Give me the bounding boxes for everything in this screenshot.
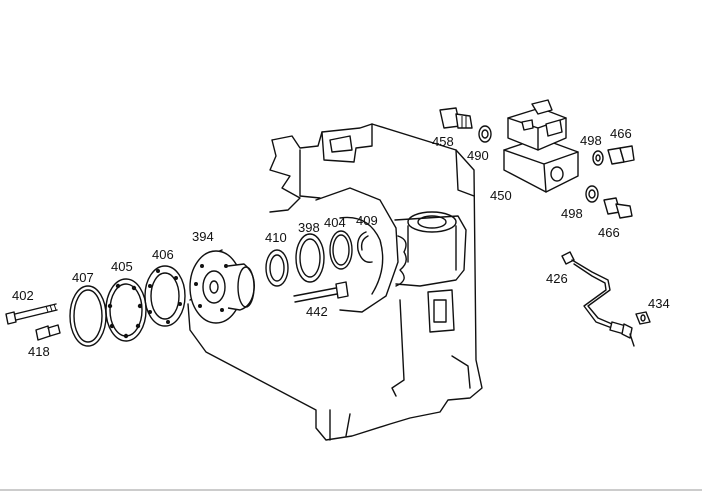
- label-442: 442: [306, 304, 328, 319]
- label-410: 410: [265, 230, 287, 245]
- label-466-lower: 466: [598, 225, 620, 240]
- label-405: 405: [111, 259, 133, 274]
- label-398: 398: [298, 220, 320, 235]
- label-450: 450: [490, 188, 512, 203]
- part-426-sensor-line: [561, 251, 635, 347]
- label-434: 434: [648, 296, 670, 311]
- part-labels: 394 398 402 404 405 406 407 409 410 418 …: [12, 126, 670, 359]
- part-407-o-ring: [69, 285, 107, 347]
- label-418: 418: [28, 344, 50, 359]
- label-394: 394: [192, 229, 214, 244]
- label-406: 406: [152, 247, 174, 262]
- part-466-fitting-upper: [607, 145, 635, 165]
- part-490-washer: [478, 125, 492, 143]
- part-498-washer-lower: [585, 185, 599, 203]
- part-450-valve-block: [503, 99, 579, 193]
- label-407: 407: [72, 270, 94, 285]
- part-402-bolt: [5, 303, 58, 325]
- part-409-circlip: [356, 231, 373, 263]
- label-498-upper: 498: [580, 133, 602, 148]
- label-498-lower: 498: [561, 206, 583, 221]
- label-466-upper: 466: [610, 126, 632, 141]
- part-434-nut: [635, 311, 651, 325]
- label-409: 409: [356, 213, 378, 228]
- label-426: 426: [546, 271, 568, 286]
- part-404-ring: [329, 230, 353, 270]
- part-394-flange: [189, 250, 255, 324]
- part-458-fitting: [439, 107, 473, 129]
- label-490: 490: [467, 148, 489, 163]
- part-466-fitting-lower: [603, 197, 633, 219]
- part-410-ring: [265, 249, 289, 287]
- label-402: 402: [12, 288, 34, 303]
- transmission-housing: [187, 123, 483, 441]
- part-398-seal: [295, 233, 325, 283]
- label-404: 404: [324, 215, 346, 230]
- part-418-screw: [35, 324, 61, 341]
- part-498-washer-upper: [592, 150, 604, 166]
- part-405-cover: [105, 278, 147, 342]
- part-406-gasket: [144, 265, 186, 327]
- label-458: 458: [432, 134, 454, 149]
- part-442-bolt: [293, 281, 349, 303]
